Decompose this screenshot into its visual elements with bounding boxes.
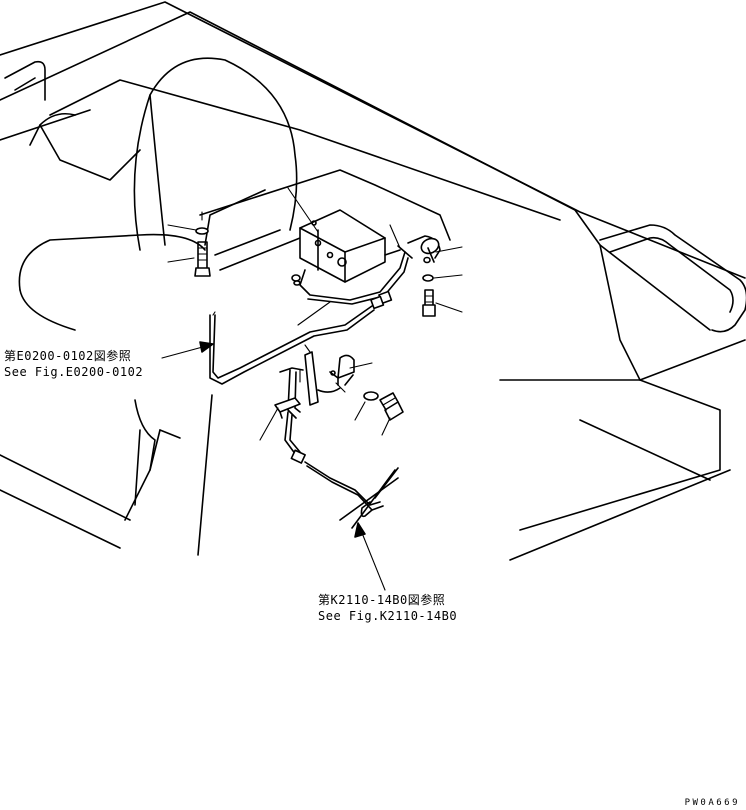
- reference-note-en: See Fig.K2110-14B0: [318, 609, 458, 623]
- reference-arrow-e0200: [161, 341, 214, 359]
- handrail: [4, 60, 746, 333]
- bolt-washer-right: [422, 256, 436, 317]
- reference-note-k2110: 第K2110-14B0図参照 See Fig.K2110-14B0: [318, 592, 457, 624]
- reference-note-en: See Fig.E0200-0102: [4, 365, 144, 379]
- machine-body-outline: [0, 1, 746, 561]
- frame-post: [197, 394, 213, 556]
- lower-switch-assembly: [279, 351, 355, 419]
- bolt-washer-upper-left: [194, 211, 211, 277]
- bolt-washer-lower: [363, 391, 404, 421]
- controller-box: [299, 209, 386, 283]
- reference-note-e0200: 第E0200-0102図参照 See Fig.E0200-0102: [4, 348, 143, 380]
- reference-note-jp: 第E0200-0102図参照: [4, 349, 132, 363]
- wiring-harness: [209, 245, 413, 385]
- leader-lines: [167, 187, 463, 441]
- operator-seat: [18, 57, 298, 521]
- reference-note-jp: 第K2110-14B0図参照: [318, 593, 446, 607]
- section-plane: [339, 467, 399, 529]
- mounting-bracket: [407, 235, 441, 263]
- lower-wiring-harness: [284, 411, 384, 518]
- harness-grommet: [291, 274, 301, 286]
- reference-arrow-k2110: [354, 522, 386, 591]
- console-panel: [199, 169, 451, 271]
- drawing-code: PW0A669: [684, 798, 740, 808]
- harness-clip: [274, 397, 301, 419]
